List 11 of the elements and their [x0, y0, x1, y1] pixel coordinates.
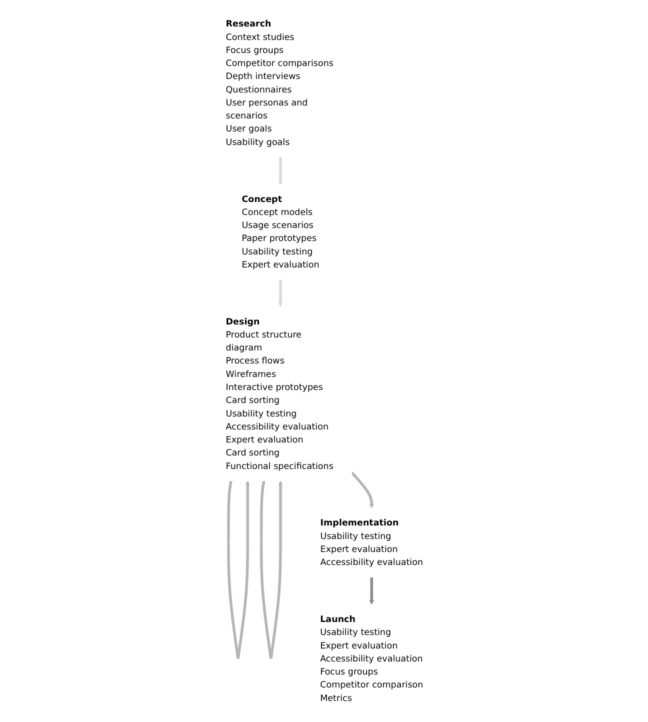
- arrow: [226, 480, 250, 659]
- arrow: [259, 480, 282, 659]
- node-text: Design Product structure diagram Process flows Wireframes Interactive prototypes Card sorting Usability testing Accessibility evaluation Expert evaluation Card sorting Functional specifications: [225, 316, 333, 471]
- node-text: Concept Concept models Usage scenarios Paper prototypes Usability testing Expert evaluation: [241, 194, 319, 270]
- node-text: Research Context studies Focus groups Competitor comparisons Depth interviews Questionnaires User personas and scenarios User goals Usability goals: [225, 18, 333, 148]
- node-text: Implementation Usability testing Expert evaluation Accessibility evaluation: [320, 518, 423, 568]
- node-text: Launch Usability testing Expert evaluation Accessibility evaluation Focus groups Competitor comparison Metrics: [320, 614, 423, 703]
- arrow: [350, 472, 374, 508]
- arrow: [368, 577, 374, 605]
- arrow: [278, 279, 282, 308]
- connector: [278, 156, 282, 184]
